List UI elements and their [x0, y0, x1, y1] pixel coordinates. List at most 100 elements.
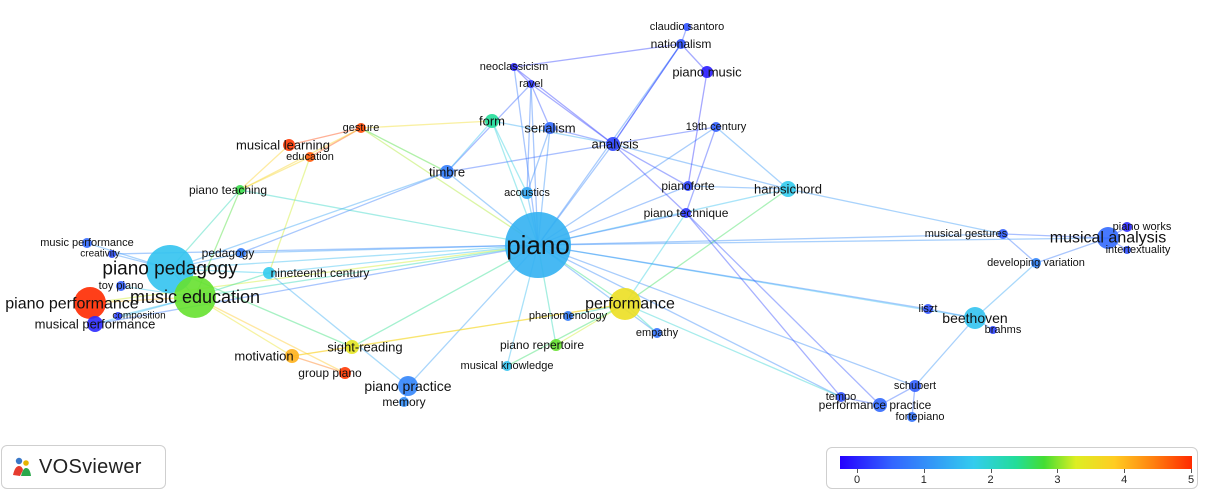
node-schubert[interactable]	[909, 380, 921, 392]
node-label-schubert: schubert	[894, 380, 936, 392]
node-neoclassicism[interactable]	[510, 63, 518, 71]
node-form[interactable]	[485, 114, 499, 128]
link-gesture-timbre	[360, 127, 448, 173]
node-analysis[interactable]	[606, 137, 620, 151]
node-toy-piano[interactable]	[116, 281, 126, 291]
link-analysis-neoclassicism	[513, 66, 614, 145]
vosviewer-people-icon	[13, 457, 31, 476]
vosviewer-brand-badge[interactable]: VOSviewer	[1, 445, 166, 489]
node-performance-practice[interactable]	[873, 398, 887, 412]
link-gesture-musical-learning	[288, 127, 362, 146]
link-analysis-pianoforte	[612, 143, 689, 187]
node-music-performance[interactable]	[82, 238, 92, 248]
node-label-piano-technique: piano technique	[644, 206, 729, 220]
node-education[interactable]	[305, 152, 315, 162]
node-label-memory: memory	[382, 395, 425, 409]
link-piano-music-pianoforte	[687, 71, 708, 187]
node-label-toy-piano: toy piano	[99, 280, 144, 292]
node-label-pianoforte: pianoforte	[661, 179, 715, 193]
node-pianoforte[interactable]	[683, 181, 693, 191]
node-gesture[interactable]	[356, 123, 366, 133]
node-phenomenology[interactable]	[563, 311, 573, 321]
node-timbre[interactable]	[440, 165, 454, 179]
link-gesture-education	[309, 127, 362, 158]
link-gesture-piano-teaching	[239, 127, 362, 191]
node-fortepiano[interactable]	[907, 412, 917, 422]
node-label-intertextuality: intertextuality	[1106, 244, 1171, 256]
node-piano-works[interactable]	[1122, 222, 1132, 232]
node-layer	[74, 23, 1132, 422]
node-liszt[interactable]	[923, 304, 933, 314]
node-label-creativity: creativity	[80, 249, 119, 260]
scale-tick-mark	[857, 469, 858, 473]
link-harpsichord-pianoforte	[687, 185, 789, 190]
link-piano-musical-performance	[94, 244, 539, 325]
scale-tick-label: 5	[1187, 474, 1195, 486]
node-musical-knowledge[interactable]	[502, 361, 512, 371]
link-nationalism-analysis	[612, 43, 682, 145]
node-label-piano-performance: piano performance	[5, 296, 139, 313]
link-nationalism-neoclassicism	[513, 43, 682, 68]
link-piano-liszt	[537, 244, 929, 310]
node-label-ravel: ravel	[519, 78, 543, 90]
link-piano-pedagogy	[240, 244, 539, 254]
node-musical-learning[interactable]	[283, 139, 295, 151]
link-form-acoustics	[491, 120, 528, 194]
node-label-analysis: analysis	[592, 137, 639, 152]
node-piano-teaching[interactable]	[235, 185, 245, 195]
node-acoustics[interactable]	[521, 187, 533, 199]
node-motivation[interactable]	[285, 349, 299, 363]
node-piano-practice[interactable]	[398, 376, 418, 396]
node-label-neoclassicism: neoclassicism	[480, 61, 548, 73]
link-musical-analysis-musical-gestures	[1002, 233, 1109, 239]
node-developing-variation[interactable]	[1031, 258, 1041, 268]
link-performance-musical-knowledge	[506, 303, 626, 367]
node-musical-performance[interactable]	[87, 316, 103, 332]
link-piano-piano-pedagogy	[169, 244, 539, 270]
node-nationalism[interactable]	[676, 39, 686, 49]
link-harpsichord-musical-gestures	[787, 188, 1004, 235]
node-composition[interactable]	[114, 312, 122, 320]
node-group-piano[interactable]	[339, 367, 351, 379]
node-piano-technique[interactable]	[681, 208, 691, 218]
link-piano-musical-gestures	[537, 233, 1004, 246]
node-brahms[interactable]	[989, 326, 997, 334]
node-creativity[interactable]	[108, 250, 116, 258]
node-piano-music[interactable]	[701, 66, 713, 78]
node-harpsichord[interactable]	[780, 181, 796, 197]
node-tempo[interactable]	[836, 392, 846, 402]
node-label-piano-practice: piano practice	[364, 378, 451, 394]
node-empathy[interactable]	[652, 328, 662, 338]
node-label-motivation: motivation	[234, 349, 293, 364]
node-claudio-santoro[interactable]	[683, 23, 691, 31]
node-label-empathy: empathy	[636, 327, 679, 339]
node-19th-century[interactable]	[711, 122, 721, 132]
node-performance[interactable]	[609, 288, 641, 320]
node-label-musical-analysis: musical analysis	[1050, 230, 1166, 247]
link-beethoven-schubert	[914, 317, 976, 387]
node-intertextuality[interactable]	[1123, 246, 1131, 254]
node-serialism[interactable]	[544, 122, 556, 134]
node-musical-analysis[interactable]	[1097, 227, 1119, 249]
node-ravel[interactable]	[527, 80, 535, 88]
node-pedagogy[interactable]	[236, 248, 246, 258]
scale-tick-label: 4	[1121, 474, 1128, 486]
node-label-form: form	[479, 114, 505, 129]
node-label-pedagogy: pedagogy	[202, 246, 255, 260]
node-label-piano-music: piano music	[672, 65, 742, 80]
node-piano[interactable]	[505, 212, 571, 278]
node-memory[interactable]	[399, 397, 409, 407]
link-analysis-serialism	[549, 127, 614, 145]
node-beethoven[interactable]	[964, 307, 986, 329]
link-form-gesture	[360, 120, 493, 129]
node-piano-performance[interactable]	[74, 287, 106, 319]
node-musical-gestures[interactable]	[998, 229, 1008, 239]
link-performance-harpsichord	[624, 188, 789, 305]
node-sight-reading[interactable]	[345, 340, 359, 354]
node-piano-repertoire[interactable]	[550, 339, 562, 351]
node-music-education[interactable]	[174, 276, 216, 318]
node-label-musical-knowledge: musical knowledge	[461, 360, 554, 372]
link-piano-beethoven	[537, 244, 976, 319]
node-nineteenth-century[interactable]	[263, 267, 275, 279]
